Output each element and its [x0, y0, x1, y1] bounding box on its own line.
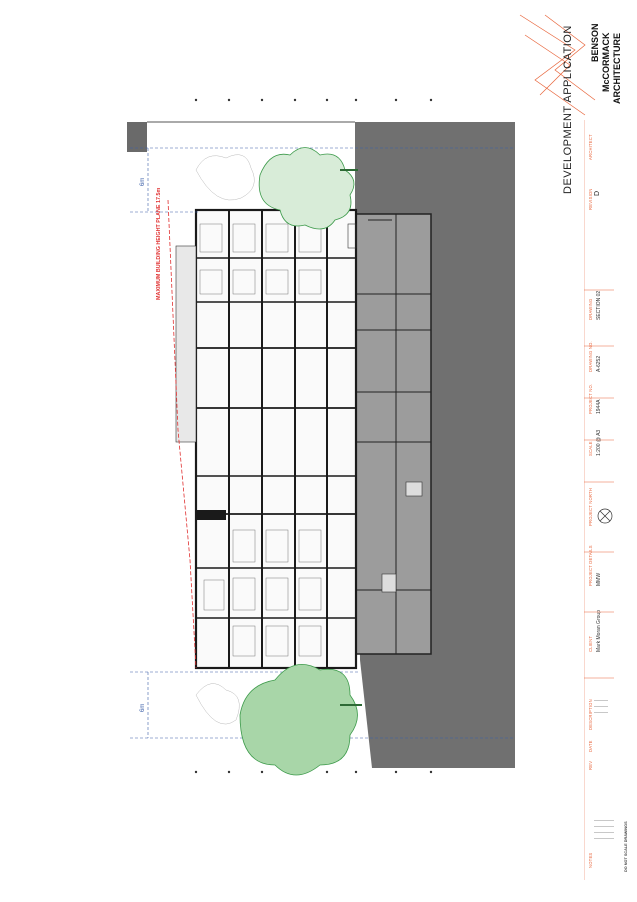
interior-details [199, 223, 322, 657]
height-plane-label: MAXIMUM BUILDING HEIGHT PLANE 17.5m [156, 187, 162, 300]
development-application-title: DEVELOPMENT APPLICATION [562, 25, 574, 194]
setback-top-label: 6m [140, 177, 146, 186]
height-plane-line [167, 199, 197, 669]
left-strip [127, 122, 147, 152]
firm-name-3: ARCHITECTURE [612, 33, 622, 104]
tree-bottom [239, 663, 362, 776]
car-1 [405, 481, 423, 497]
setback-bottom-label: 6m [140, 703, 146, 712]
tree-outline-left [195, 154, 255, 725]
title-block-grid [584, 120, 614, 880]
firm-logo [519, 14, 596, 116]
ground-floor-black [196, 510, 226, 520]
building-section [194, 208, 358, 670]
tree-top [258, 147, 358, 230]
car-2 [381, 573, 397, 593]
firm-name-1: BENSON [590, 23, 600, 62]
roof-plant [175, 245, 197, 443]
firm-name-2: McCORMACK [601, 32, 611, 93]
level-markers [194, 98, 433, 774]
lift-overrun [347, 223, 357, 249]
north-arrow-icon [597, 508, 613, 524]
